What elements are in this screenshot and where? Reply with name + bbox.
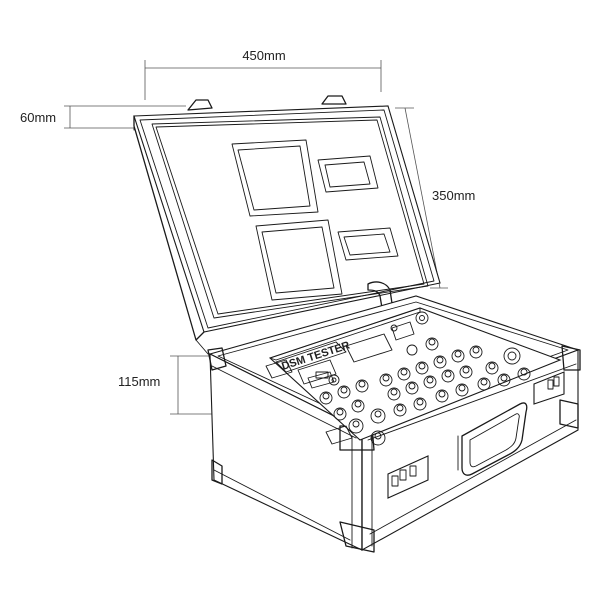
knob-knob[interactable] bbox=[477, 377, 491, 391]
case-base bbox=[207, 295, 581, 553]
dimension-width: 450mm bbox=[144, 48, 382, 100]
width-label: 450mm bbox=[242, 48, 285, 63]
front-latch[interactable] bbox=[387, 455, 429, 499]
knob-knob[interactable] bbox=[415, 361, 429, 375]
knob-knob[interactable] bbox=[485, 361, 499, 375]
knob-knob[interactable] bbox=[455, 383, 469, 397]
corner-cap-right bbox=[559, 345, 581, 429]
knob-knob[interactable] bbox=[497, 373, 511, 387]
connector-right[interactable] bbox=[503, 347, 521, 365]
knob-knob[interactable] bbox=[451, 349, 465, 363]
carry-handle[interactable] bbox=[457, 402, 528, 476]
knob-knob[interactable] bbox=[441, 369, 455, 383]
panel-clamp-bottom bbox=[325, 425, 353, 445]
knob-knob[interactable] bbox=[393, 403, 407, 417]
knob-knob[interactable] bbox=[337, 385, 351, 399]
lid-pocket-large-bottom bbox=[255, 219, 343, 301]
lid-depth-label: 60mm bbox=[20, 110, 56, 125]
knob-knob[interactable] bbox=[405, 381, 419, 395]
knob-knob[interactable] bbox=[355, 379, 369, 393]
control-panel: DSM TESTER bbox=[265, 307, 562, 446]
knob-knob[interactable] bbox=[425, 337, 439, 351]
knob-knob[interactable] bbox=[517, 367, 531, 381]
lid-pocket-large-top bbox=[231, 139, 319, 217]
knob-knob[interactable] bbox=[319, 391, 333, 405]
dimension-lid-depth: 60mm bbox=[20, 105, 186, 129]
depth-label: 350mm bbox=[432, 188, 475, 203]
dimension-depth: 350mm bbox=[395, 107, 475, 289]
knob-knob[interactable] bbox=[348, 418, 364, 434]
knob-knob[interactable] bbox=[351, 399, 365, 413]
knob-knob[interactable] bbox=[397, 367, 411, 381]
corner-cap-front-left bbox=[207, 347, 227, 485]
case-lid bbox=[133, 95, 441, 355]
knob-knob[interactable] bbox=[370, 430, 386, 446]
knob-knob[interactable] bbox=[423, 375, 437, 389]
connector-left[interactable] bbox=[328, 374, 340, 386]
knob-knob[interactable] bbox=[370, 408, 386, 424]
lid-pocket-small-top bbox=[317, 155, 379, 193]
panel-clamp-left bbox=[265, 359, 293, 379]
connector-top[interactable] bbox=[415, 311, 429, 325]
knob-knob[interactable] bbox=[459, 365, 473, 379]
panel-display bbox=[345, 333, 393, 363]
dimension-base-height: 115mm bbox=[118, 355, 214, 415]
knob-knob[interactable] bbox=[433, 355, 447, 369]
knob-array bbox=[319, 324, 531, 446]
knob-knob[interactable] bbox=[406, 344, 418, 356]
knob-knob[interactable] bbox=[379, 373, 393, 387]
knob-knob[interactable] bbox=[469, 345, 483, 359]
lid-pocket-small-bottom bbox=[337, 227, 399, 261]
knob-knob[interactable] bbox=[387, 387, 401, 401]
base-height-label: 115mm bbox=[118, 374, 160, 389]
knob-knob[interactable] bbox=[413, 397, 427, 411]
knob-knob[interactable] bbox=[333, 407, 347, 421]
knob-knob[interactable] bbox=[435, 389, 449, 403]
side-latch[interactable] bbox=[533, 371, 565, 405]
panel-module-top bbox=[391, 321, 415, 341]
knob-knob[interactable] bbox=[390, 324, 398, 332]
